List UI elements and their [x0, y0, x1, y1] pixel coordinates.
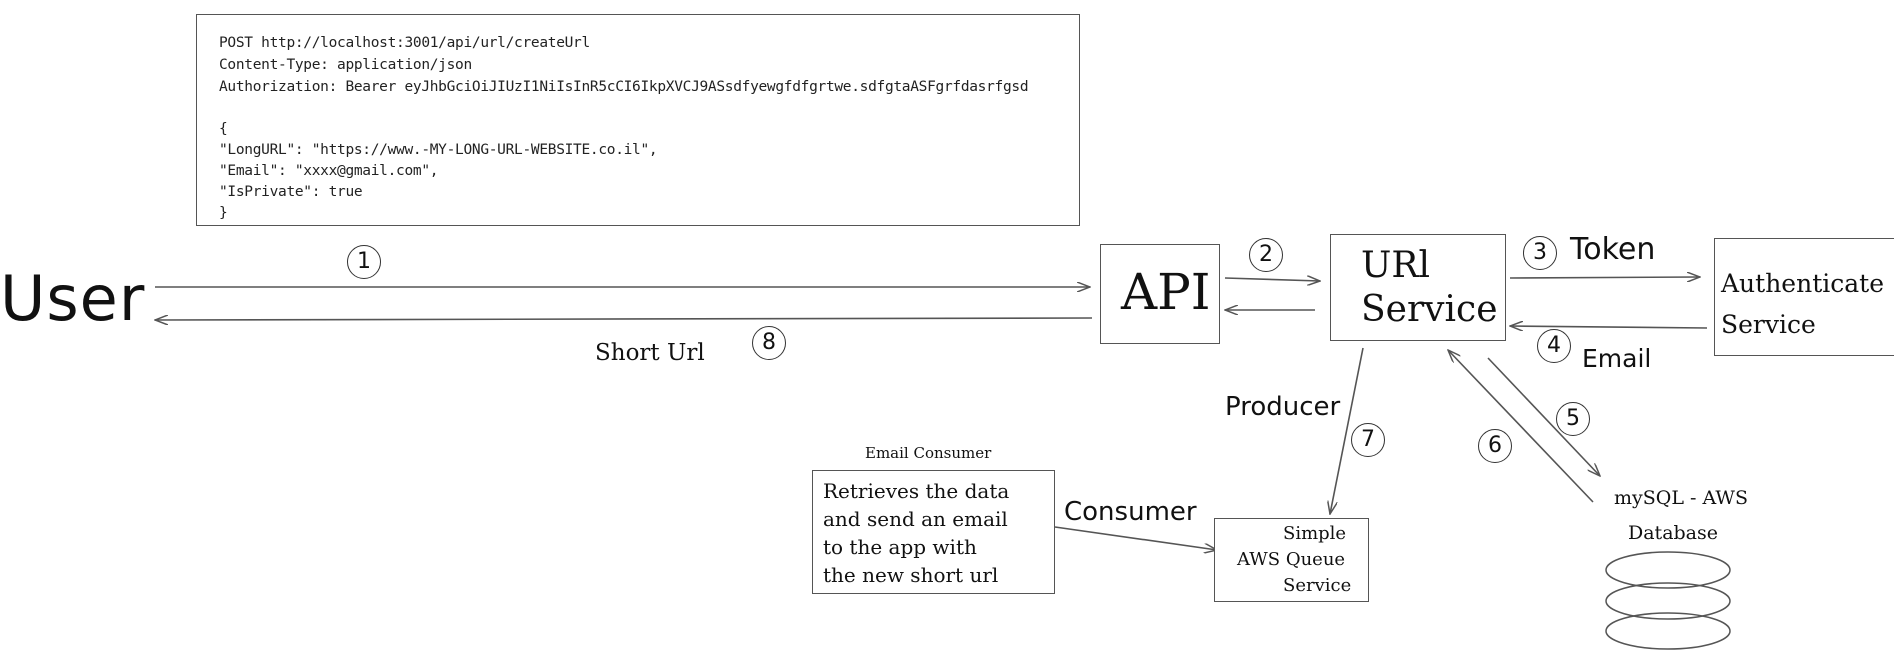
- step-6: 6: [1478, 429, 1512, 463]
- arrow-api-to-user: [155, 318, 1093, 320]
- consumer-label: Consumer: [1064, 497, 1197, 527]
- producer-label: Producer: [1225, 392, 1341, 422]
- auth-service-label-line2: Service: [1721, 310, 1816, 339]
- sqs-label-line2: AWS Queue: [1237, 549, 1346, 570]
- email-consumer-body-line: the new short url: [823, 563, 999, 587]
- email-consumer-body-line: Retrieves the data: [823, 479, 1010, 503]
- request-line: "LongURL": "https://www.-MY-LONG-URL-WEB…: [219, 142, 658, 158]
- http-request-box: POST http://localhost:3001/api/url/creat…: [196, 14, 1080, 226]
- request-line: "Email": "xxxx@gmail.com",: [219, 163, 439, 179]
- email-consumer-box: Retrieves the data and send an email to …: [812, 470, 1055, 594]
- token-label: Token: [1570, 232, 1656, 267]
- request-line: Authorization: Bearer eyJhbGciOiJIUzI1Ni…: [219, 79, 1029, 95]
- arrow-db-to-urlservice: [1448, 350, 1594, 503]
- email-consumer-title: Email Consumer: [865, 444, 992, 462]
- step-8: 8: [752, 326, 786, 360]
- email-consumer-body-line: to the app with: [823, 535, 977, 559]
- url-service-label-line1: URl: [1361, 245, 1430, 286]
- url-service-box: URl Service: [1330, 234, 1506, 341]
- step-7: 7: [1351, 423, 1385, 457]
- step-1: 1: [347, 245, 381, 279]
- arrow-auth-to-urlservice: [1510, 326, 1708, 328]
- request-line: "IsPrivate": true: [219, 184, 363, 200]
- sqs-label-line1: Simple: [1283, 523, 1347, 544]
- url-service-label-line2: Service: [1361, 289, 1498, 330]
- step-4: 4: [1537, 329, 1571, 363]
- request-line: {: [219, 121, 228, 137]
- step-3: 3: [1523, 236, 1557, 270]
- request-line: }: [219, 205, 228, 221]
- short-url-label: Short Url: [595, 340, 705, 366]
- api-label: API: [1121, 263, 1211, 321]
- api-box: API: [1100, 244, 1220, 344]
- arrow-consumer-to-sqs: [1054, 526, 1217, 550]
- database-label-line2: Database: [1628, 522, 1719, 544]
- database-icon: [1605, 551, 1731, 650]
- step-5: 5: [1556, 402, 1590, 436]
- step-2: 2: [1249, 238, 1283, 272]
- arrow-urlservice-to-auth: [1509, 277, 1700, 278]
- auth-service-label-line1: Authenticate: [1721, 269, 1884, 298]
- request-line: POST http://localhost:3001/api/url/creat…: [219, 35, 590, 51]
- sqs-box: Simple AWS Queue Service: [1214, 518, 1369, 602]
- email-label: Email: [1582, 344, 1652, 373]
- arrow-api-to-urlservice: [1224, 278, 1320, 281]
- arrow-urlservice-to-sqs: [1330, 347, 1364, 514]
- sqs-label-line3: Service: [1283, 575, 1352, 596]
- user-label: User: [0, 262, 146, 335]
- auth-service-box: Authenticate Service: [1714, 238, 1894, 356]
- email-consumer-body-line: and send an email: [823, 507, 1008, 531]
- database-label-line1: mySQL - AWS: [1614, 487, 1748, 509]
- arrow-urlservice-to-db: [1487, 357, 1600, 476]
- request-line: Content-Type: application/json: [219, 57, 472, 73]
